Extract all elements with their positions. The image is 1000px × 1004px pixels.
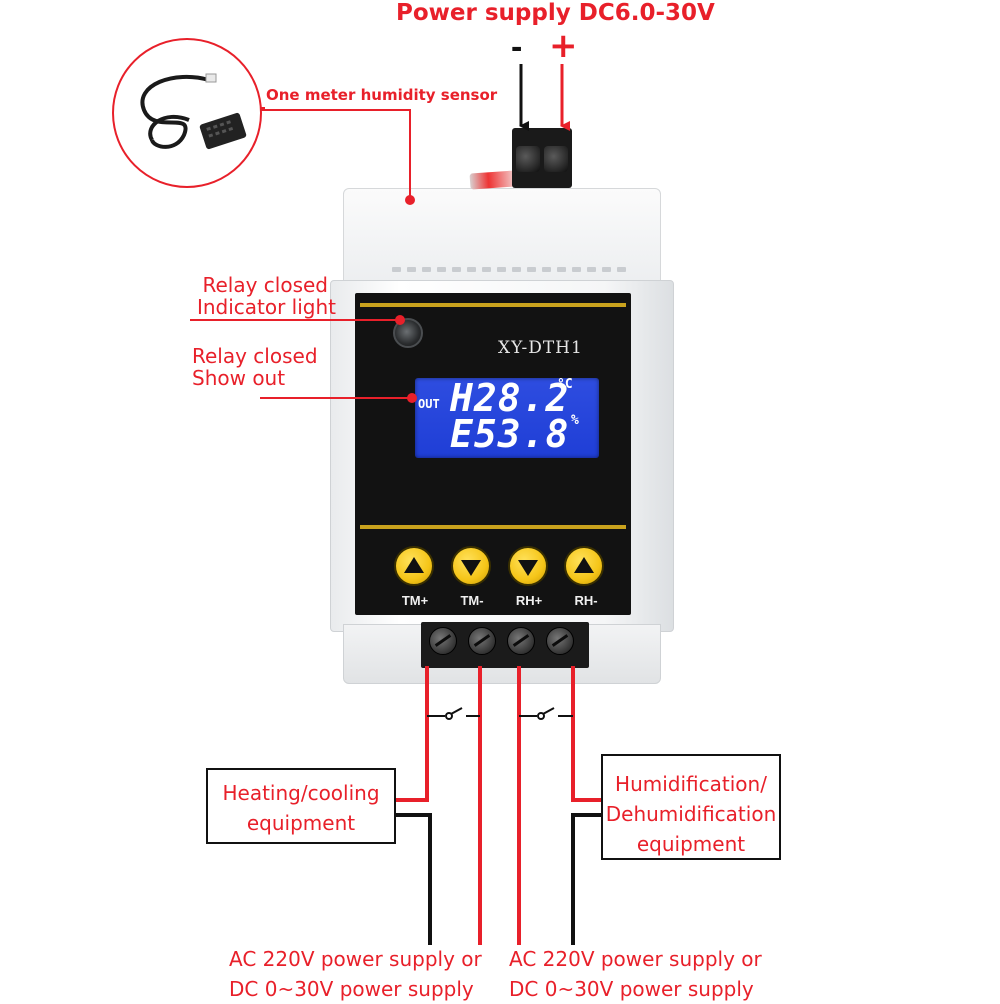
vent-slot	[557, 267, 566, 272]
lcd-humidity-unit: %	[571, 413, 579, 428]
relay-indicator-line1: Relay closed	[202, 273, 328, 297]
humidity-sensor-icon	[140, 73, 247, 150]
relay-indicator-line2: Indicator light	[196, 295, 336, 319]
humidity-sensor-inset	[112, 38, 262, 188]
triangle-down-icon	[518, 559, 538, 576]
rh-minus-button[interactable]	[564, 546, 604, 586]
left-supply-line1: AC 220V power supply or	[229, 947, 482, 971]
model-label: XY-DTH1	[498, 338, 583, 358]
vent-slot	[617, 267, 626, 272]
sensor-leader-line	[256, 109, 411, 198]
vent-slot	[602, 267, 611, 272]
vent-slot	[527, 267, 536, 272]
relay-show-line1: Relay closed	[192, 344, 318, 368]
terminal-screw-icon	[468, 627, 496, 655]
indicator-callout-dot	[395, 315, 405, 325]
rh-minus-label: RH-	[574, 593, 598, 608]
terminal-screw-icon	[429, 627, 457, 655]
power-supply-title: Power supply DC6.0-30V	[396, 0, 715, 26]
vent-slot	[452, 267, 461, 272]
tm-plus-button[interactable]	[394, 546, 434, 586]
heating-cooling-equipment-box: Heating/cooling equipment	[206, 768, 396, 844]
vent-slot	[542, 267, 551, 272]
sensor-port-dot	[405, 195, 415, 205]
tm-plus-label: TM+	[401, 593, 429, 608]
gold-trim-top	[360, 303, 626, 307]
switch-right-blade	[542, 707, 555, 715]
lcd-temperature-reading: H28.2	[450, 376, 570, 420]
rh-plus-label: RH+	[515, 593, 543, 608]
vent-slot	[497, 267, 506, 272]
vent-slot	[422, 267, 431, 272]
vent-slot	[392, 267, 401, 272]
left-power-supply-label: AC 220V power supply or DC 0~30V power s…	[229, 944, 482, 1004]
lcd-out-indicator: OUT	[418, 397, 440, 411]
tm-minus-label: TM-	[460, 593, 484, 608]
humid-line1: Humidification/	[615, 772, 767, 796]
vent-slot	[437, 267, 446, 272]
humid-line3: equipment	[636, 832, 746, 856]
lcd-temperature-unit: °C	[557, 377, 573, 392]
heat-line2: equipment	[246, 811, 356, 835]
relay-indicator-callout: Relay closed Indicator light	[192, 274, 336, 318]
switch-left-blade	[450, 707, 463, 715]
terminal-screw-icon	[546, 627, 574, 655]
triangle-up-icon	[404, 556, 424, 573]
vent-slot	[572, 267, 581, 272]
heat-line1: Heating/cooling	[222, 781, 380, 805]
lcd-display	[415, 378, 599, 458]
triangle-down-icon	[461, 559, 481, 576]
sensor-label: One meter humidity sensor	[266, 86, 498, 104]
triangle-up-icon	[574, 556, 594, 573]
vent-slot	[512, 267, 521, 272]
vent-slot	[467, 267, 476, 272]
positive-terminal-sign: +	[549, 26, 578, 66]
gold-trim-bottom	[360, 525, 626, 529]
switch-right-contact	[537, 712, 545, 720]
negative-terminal-sign: -	[511, 28, 523, 66]
rh-plus-button[interactable]	[508, 546, 548, 586]
vent-slot	[407, 267, 416, 272]
right-power-supply-label: AC 220V power supply or DC 0~30V power s…	[509, 944, 762, 1004]
switch-left-contact	[445, 712, 453, 720]
show-callout-dot	[407, 393, 417, 403]
right-supply-line2: DC 0~30V power supply	[509, 977, 754, 1001]
tm-minus-button[interactable]	[451, 546, 491, 586]
right-supply-line1: AC 220V power supply or	[509, 947, 762, 971]
terminal-screw-icon	[544, 146, 568, 172]
terminal-screw-icon	[516, 146, 540, 172]
relay-show-line2: Show out	[192, 366, 286, 390]
left-supply-line2: DC 0~30V power supply	[229, 977, 474, 1001]
terminal-screw-icon	[507, 627, 535, 655]
vent-slot	[587, 267, 596, 272]
humidification-equipment-box: Humidification/ Dehumidification equipme…	[601, 754, 781, 860]
lcd-humidity-reading: E53.8	[450, 412, 570, 456]
vent-slot	[482, 267, 491, 272]
relay-show-callout: Relay closed Show out	[192, 345, 342, 389]
humid-line2: Dehumidification	[605, 802, 777, 826]
